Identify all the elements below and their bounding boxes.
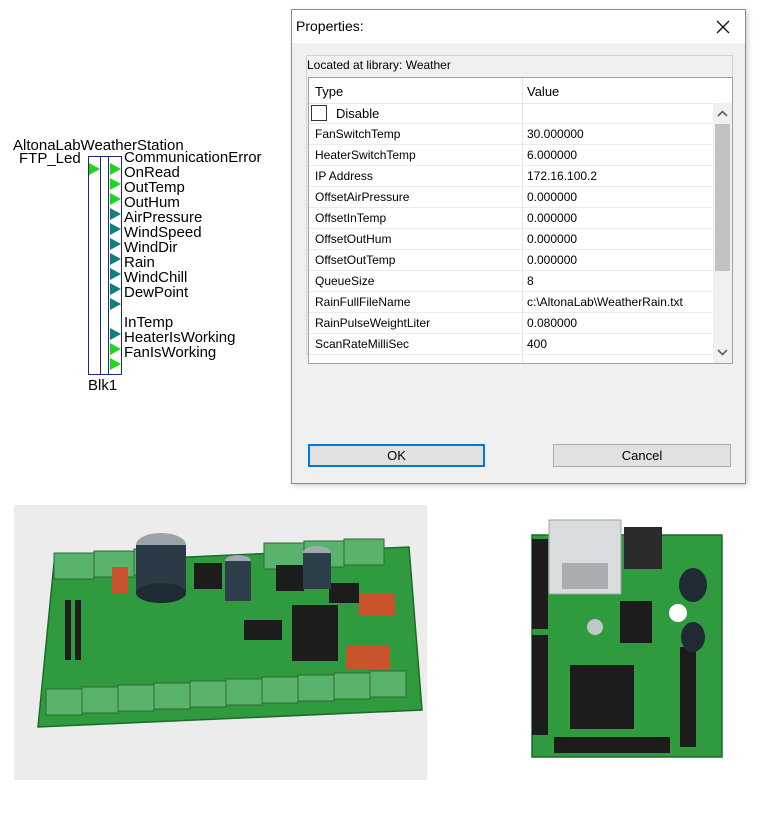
property-value[interactable]: 0.000000 [527,232,578,246]
block-bottom-edge [88,374,122,375]
property-row[interactable]: QueueSize 8 [309,271,713,292]
output-pin-onread[interactable] [110,163,121,175]
property-value[interactable]: 400 [527,337,548,351]
property-row[interactable]: ScanRateMilliSec 400 [309,334,713,355]
output-label: OutHum [124,194,180,211]
property-name: QueueSize [315,274,375,288]
library-label: Located at library: Weather [307,58,451,72]
input-pin-label: FTP_Led [19,150,81,167]
property-row[interactable]: OffsetInTemp 0.000000 [309,208,713,229]
input-pin-ftp-led[interactable] [89,163,100,175]
output-label: AirPressure [124,209,203,226]
block-name: Blk1 [88,377,118,394]
vertical-scrollbar[interactable] [713,103,732,363]
property-row[interactable]: HeaterSwitchTemp 6.000000 [309,145,713,166]
block-title: AltonaLabWeatherStation [13,137,184,154]
property-value[interactable]: 6.000000 [527,148,578,162]
output-label: WindSpeed [124,224,202,241]
block-right-inner-edge [108,156,109,374]
dialog-titlebar[interactable]: Properties: [292,10,745,43]
property-row[interactable]: FanSwitchTemp 30.000000 [309,124,713,145]
property-value[interactable]: 0.080000 [527,316,578,330]
property-name: IP Address [315,169,373,183]
disable-checkbox[interactable] [311,105,327,121]
function-block[interactable]: AltonaLabWeatherStation FTP_Led Communic… [0,0,290,400]
scroll-up-button[interactable] [716,107,729,120]
property-name: RainFullFileName [315,295,411,309]
scroll-down-button[interactable] [716,346,729,359]
property-name: RainPulseWeightLiter [315,316,431,330]
ok-button[interactable]: OK [308,444,485,467]
output-pin-dewpoint[interactable] [110,283,121,295]
block-left-inner-edge [100,156,101,374]
output-pin-extra[interactable] [110,358,121,370]
property-value[interactable]: 8 [527,274,534,288]
close-button[interactable] [701,10,745,43]
property-name: OffsetOutHum [315,232,392,246]
properties-dialog: Properties: Located at library: Weather … [291,9,746,484]
block-left-edge [88,156,89,374]
scrollbar-thumb[interactable] [715,124,730,271]
output-pin-winddir[interactable] [110,238,121,250]
output-pin-airpressure[interactable] [110,208,121,220]
output-label: OnRead [124,164,180,181]
property-name: OffsetInTemp [315,211,387,225]
output-label: FanIsWorking [124,344,217,361]
block-right-edge [121,156,122,374]
output-label: WindChill [124,269,188,286]
property-row[interactable]: IP Address 172.16.100.2 [309,166,713,187]
ethernet-board-photo [444,505,764,792]
property-row[interactable]: RainPulseWeightLiter 0.080000 [309,313,713,334]
property-name: OffsetOutTemp [315,253,396,267]
block-top-edge [88,156,122,157]
output-pin-unlabeled[interactable] [110,298,121,310]
cancel-button[interactable]: Cancel [553,444,731,467]
output-pin-heaterisworking[interactable] [110,328,121,340]
property-row[interactable]: RainFullFileName c:\AltonaLab\WeatherRai… [309,292,713,313]
property-value[interactable]: 30.000000 [527,127,584,141]
chevron-up-icon [717,110,728,117]
property-grid[interactable]: Type Value Disable FanSwitchTemp 30.0000… [308,77,733,364]
output-label: WindDir [124,239,178,256]
column-divider[interactable] [522,78,523,363]
output-label: InTemp [124,314,174,331]
property-value[interactable]: 0.000000 [527,211,578,225]
property-name: FanSwitchTemp [315,127,401,141]
property-value[interactable]: 172.16.100.2 [527,169,598,183]
output-label: CommunicationError [124,149,262,166]
output-pin-fanisworking[interactable] [110,343,121,355]
property-row[interactable]: OffsetAirPressure 0.000000 [309,187,713,208]
property-row[interactable]: OffsetOutTemp 0.000000 [309,250,713,271]
property-name: ScanRateMilliSec [315,337,410,351]
property-value[interactable]: 0.000000 [527,190,578,204]
property-value[interactable]: 0.000000 [527,253,578,267]
output-label: HeaterIsWorking [124,329,236,346]
property-row[interactable]: OffsetOutHum 0.000000 [309,229,713,250]
output-pin-outhum[interactable] [110,193,121,205]
output-label: Rain [124,254,155,271]
output-pin-outtemp[interactable] [110,178,121,190]
column-header-value: Value [527,84,560,99]
output-pin-windspeed[interactable] [110,223,121,235]
chevron-down-icon [717,349,728,356]
property-name: OffsetAirPressure [315,190,410,204]
output-label: OutTemp [124,179,185,196]
output-label: DewPoint [124,284,189,301]
dialog-title: Properties: [296,18,364,34]
output-pin-rain[interactable] [110,253,121,265]
property-name: HeaterSwitchTemp [315,148,416,162]
disable-label: Disable [336,106,380,121]
output-pin-windchill[interactable] [110,268,121,280]
grid-header: Type Value [309,78,732,104]
weather-station-board-photo [14,505,427,780]
column-header-type: Type [315,84,344,99]
close-icon [716,20,730,33]
disable-row[interactable]: Disable [309,103,713,124]
property-value[interactable]: c:\AltonaLab\WeatherRain.txt [527,295,683,309]
